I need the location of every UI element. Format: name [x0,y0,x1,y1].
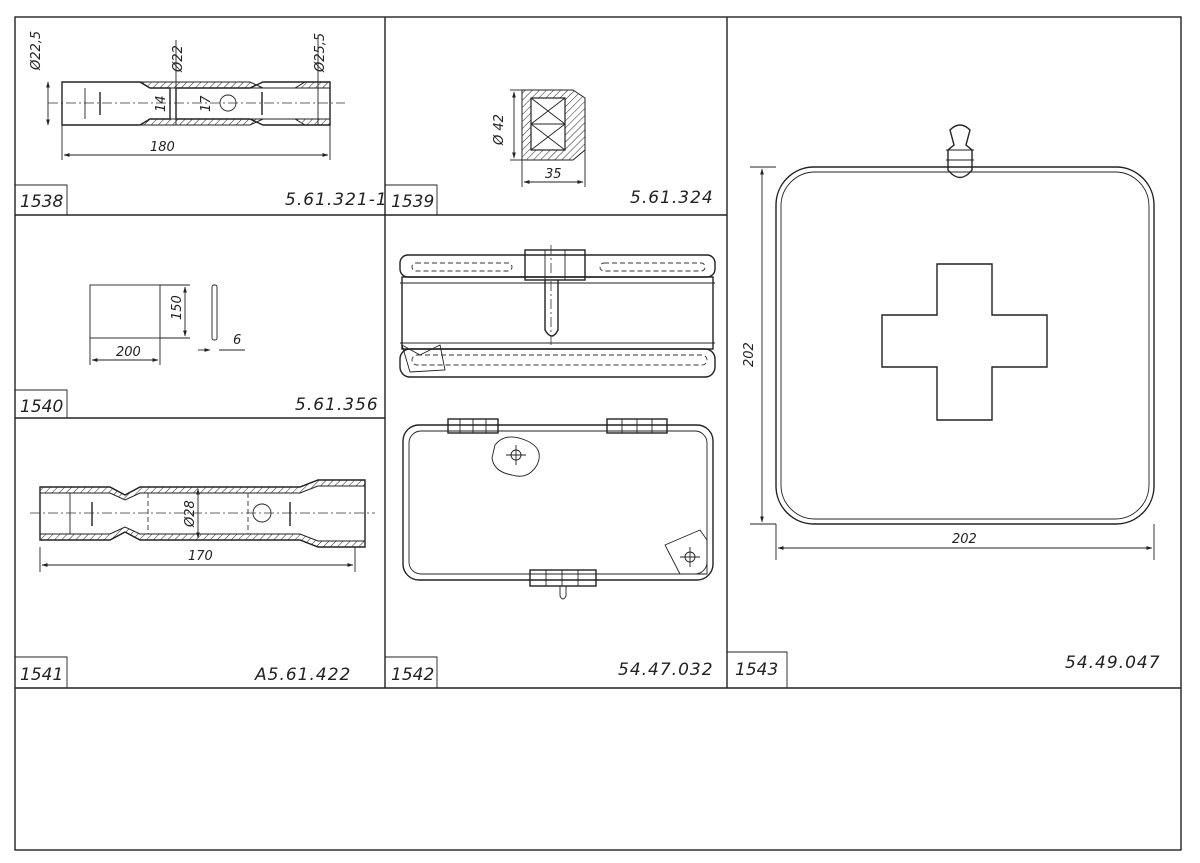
dim-1538-d1: Ø22,5 [29,31,44,71]
plate-front-view [89,284,161,339]
dim-1540-width: 200 [116,345,141,360]
drawing-1538: Ø22,5 Ø22 Ø25,5 14 17 180 1538 5.61.321-… [20,31,388,212]
dim-1538-d2: Ø22 [171,45,186,73]
dimension-lines-1543 [750,166,1155,560]
dim-1539-diameter: Ø 42 [492,114,507,146]
item-code-1543: 54.49.047 [1065,653,1161,673]
item-code-1541: A5.61.422 [254,665,351,685]
dim-1538-length: 180 [150,140,175,155]
item-number-1541: 1541 [20,665,63,685]
dimension-lines-1541 [39,488,356,572]
dim-1543-width: 202 [952,532,977,547]
item-number-1540: 1540 [20,397,63,417]
dimension-lines-1539 [510,89,586,187]
latch-handle [946,124,974,179]
dimension-lines-1538 [46,40,331,160]
drawing-1541: Ø28 170 1541 A5.61.422 [20,479,375,685]
socket-wrench-body [48,81,345,126]
item-number-1543: 1543 [735,660,778,680]
dim-1540-thickness: 6 [233,333,241,348]
box-top-view [402,418,714,600]
item-code-1538: 5.61.321-1 [285,190,388,210]
drawing-1543: 202 202 1543 54.49.047 [735,124,1161,680]
first-aid-box-outline [775,166,1155,525]
drawing-1542: 1542 54.47.032 [391,245,716,685]
dim-1538-d3: Ø25,5 [313,33,328,73]
dim-1539-length: 35 [545,167,562,182]
dim-1543-height: 202 [742,342,757,367]
dim-1541-length: 170 [188,549,213,564]
red-cross-emblem [881,263,1048,421]
sheet-frame [14,16,1182,851]
item-number-1538: 1538 [20,192,63,212]
item-code-1542: 54.47.032 [618,660,714,680]
socket-wrench-body-2 [30,479,375,548]
item-code-1540: 5.61.356 [295,395,379,415]
dim-1538-b: 17 [199,95,214,112]
drawing-1539: Ø 42 35 1539 5.61.324 [391,89,714,212]
dim-1541-diameter: Ø28 [183,500,198,528]
item-number-1539: 1539 [391,192,434,212]
dim-1540-height: 150 [170,295,185,320]
plate-side-view [211,284,218,341]
item-code-1539: 5.61.324 [630,188,714,208]
drawing-1540: 200 150 6 1540 5.61.356 [20,284,379,417]
box-side-view [399,245,716,378]
item-number-1542: 1542 [391,665,434,685]
nut-section [521,89,586,161]
dim-1538-a: 14 [154,95,169,112]
dimension-lines-1540 [89,284,245,365]
